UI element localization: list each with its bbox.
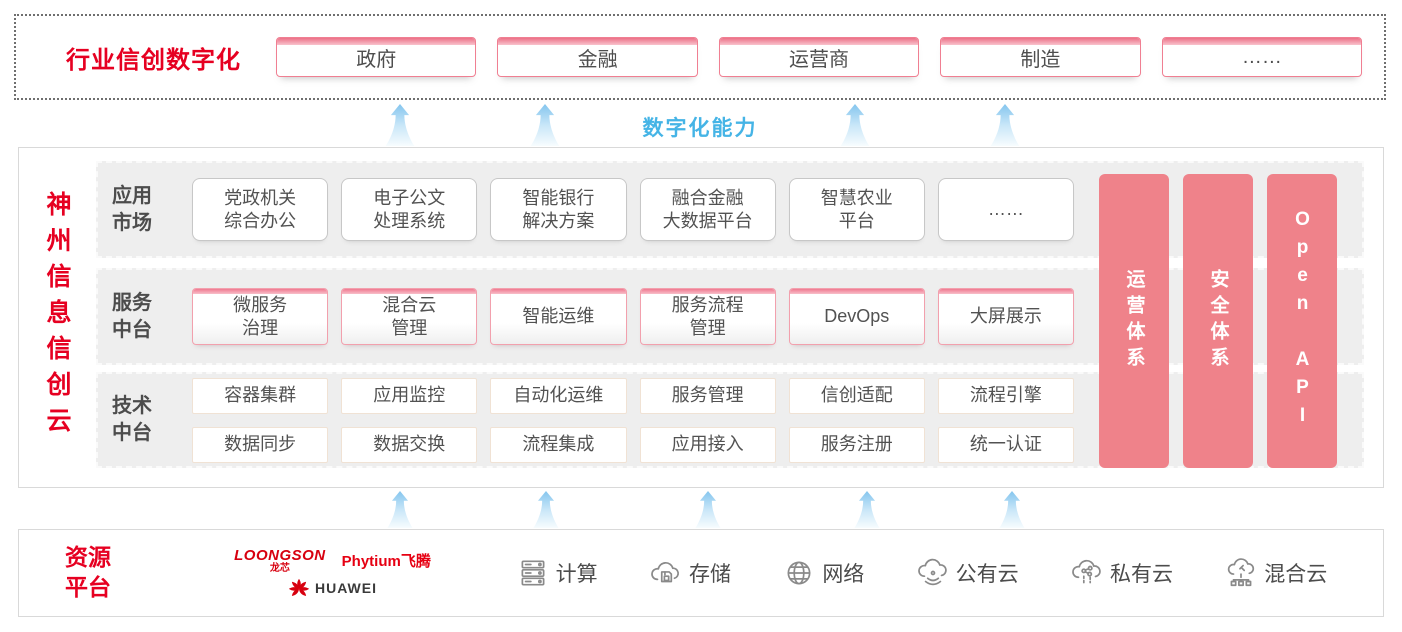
private-cloud-icon	[1072, 559, 1101, 584]
service-box: DevOps	[788, 288, 925, 345]
tech-box: 信创适配	[788, 377, 925, 414]
tech-box: 服务注册	[788, 426, 925, 463]
tech-box: 自动化运维	[490, 377, 627, 414]
tech-platform-panel: 技术 中台 容器集群 应用监控 自动化运维 服务管理 信创适配 流程引擎 数据同…	[96, 372, 1364, 468]
resource-item-private-cloud: 私有云	[1070, 556, 1173, 590]
up-arrow-icon	[385, 104, 415, 146]
resource-platform-panel: 资源 平台 LOONGSON 龙芯 Phytium飞腾	[18, 529, 1384, 617]
sector-telecom: 运营商	[718, 37, 920, 77]
hybrid-cloud-icon	[1228, 558, 1255, 587]
up-arrow-icon	[999, 491, 1025, 528]
service-platform-panel: 服务 中台 微服务 治理 混合云 管理 智能运维 服务流程 管理 DevOps …	[96, 268, 1364, 365]
compute-icon	[521, 560, 545, 586]
resource-label: 混合云	[1264, 563, 1328, 586]
resource-label: 计算	[555, 563, 598, 586]
tech-box: 流程引擎	[937, 377, 1074, 414]
app-box-more: ……	[937, 178, 1074, 241]
capability-label: 数字化能力	[642, 117, 758, 140]
service-boxes: 微服务 治理 混合云 管理 智能运维 服务流程 管理 DevOps 大屏展示	[192, 288, 1074, 345]
sector-manufacturing: 制造	[940, 37, 1141, 77]
up-arrow-icon	[533, 491, 559, 528]
up-arrow-icon	[854, 491, 880, 528]
loongson-wordmark: LOONGSON	[234, 546, 326, 564]
phytium-logo: Phytium飞腾	[341, 553, 431, 570]
sector-more: ……	[1161, 37, 1363, 77]
tech-box: 流程集成	[490, 426, 627, 463]
resource-label: 网络	[822, 563, 865, 586]
tech-platform-label: 技术 中台	[112, 395, 152, 444]
resource-label: 公有云	[955, 563, 1019, 586]
up-arrow-icon	[695, 491, 721, 528]
app-box: 电子公文 处理系统	[341, 178, 478, 241]
vendor-logos: LOONGSON 龙芯 Phytium飞腾 H	[220, 548, 445, 599]
up-arrow-icon	[530, 104, 560, 146]
tech-boxes: 容器集群 应用监控 自动化运维 服务管理 信创适配 流程引擎 数据同步 数据交换…	[192, 377, 1074, 463]
up-arrow-icon	[990, 104, 1020, 146]
service-box: 混合云 管理	[341, 288, 478, 345]
app-box: 融合金融 大数据平台	[639, 178, 776, 241]
resource-item-compute: 计算	[516, 556, 598, 590]
app-market-label: 应用 市场	[112, 184, 152, 234]
network-icon	[787, 561, 811, 585]
huawei-flower-icon	[288, 578, 310, 596]
loongson-cn-text: 龙芯	[269, 562, 290, 574]
resource-label: 存储	[688, 563, 731, 586]
resource-label: 私有云	[1109, 563, 1173, 586]
loongson-logo: LOONGSON 龙芯	[234, 548, 326, 574]
service-platform-label: 服务 中台	[112, 291, 152, 341]
tech-box: 数据同步	[192, 426, 329, 463]
platform-title: 神州信息信创云	[43, 191, 71, 443]
huawei-wordmark: HUAWEI	[315, 579, 377, 596]
tech-box: 数据交换	[341, 426, 478, 463]
side-bar-operations: 运营体系	[1099, 174, 1169, 468]
resource-item-network: 网络	[782, 556, 864, 590]
app-box: 党政机关 综合办公	[192, 178, 329, 241]
service-box: 微服务 治理	[192, 288, 329, 345]
side-bar-openapi: Open API	[1267, 174, 1337, 468]
huawei-logo: HUAWEI	[288, 577, 377, 599]
resource-item-hybrid-cloud: 混合云	[1224, 556, 1327, 590]
app-market-boxes: 党政机关 综合办公 电子公文 处理系统 智能银行 解决方案 融合金融 大数据平台…	[192, 178, 1074, 241]
app-box: 智慧农业 平台	[788, 178, 925, 241]
industry-banner: 行业信创数字化 政府 金融 运营商 制造 ……	[14, 14, 1386, 100]
tech-box: 容器集群	[192, 377, 329, 414]
up-arrow-icon	[387, 491, 413, 528]
resource-platform-label: 资源 平台	[65, 544, 111, 600]
side-bar-security: 安全体系	[1183, 174, 1253, 468]
app-box: 智能银行 解决方案	[490, 178, 627, 241]
up-arrow-icon	[840, 104, 870, 146]
tech-box: 应用接入	[639, 426, 776, 463]
service-box: 服务流程 管理	[639, 288, 776, 345]
tech-box: 服务管理	[639, 377, 776, 414]
sector-row: 政府 金融 运营商 制造 ……	[276, 37, 1363, 77]
sector-government: 政府	[276, 37, 477, 77]
resource-item-public-cloud: 公有云	[916, 556, 1019, 590]
public-cloud-icon	[917, 558, 947, 586]
banner-title: 行业信创数字化	[66, 46, 241, 74]
service-box: 大屏展示	[937, 288, 1074, 345]
resource-item-storage: 存储	[649, 556, 731, 590]
sector-finance: 金融	[497, 37, 698, 77]
tech-box: 应用监控	[341, 377, 478, 414]
service-box: 智能运维	[490, 288, 627, 345]
app-market-panel: 应用 市场 党政机关 综合办公 电子公文 处理系统 智能银行 解决方案 融合金融…	[96, 161, 1364, 258]
tech-box: 统一认证	[937, 426, 1074, 463]
resource-items: 计算 存储 网络 公有云	[490, 556, 1353, 590]
cloud-platform-box: 神州信息信创云 应用 市场 党政机关 综合办公 电子公文 处理系统 智能银行 解…	[18, 147, 1384, 488]
storage-icon	[651, 562, 679, 583]
